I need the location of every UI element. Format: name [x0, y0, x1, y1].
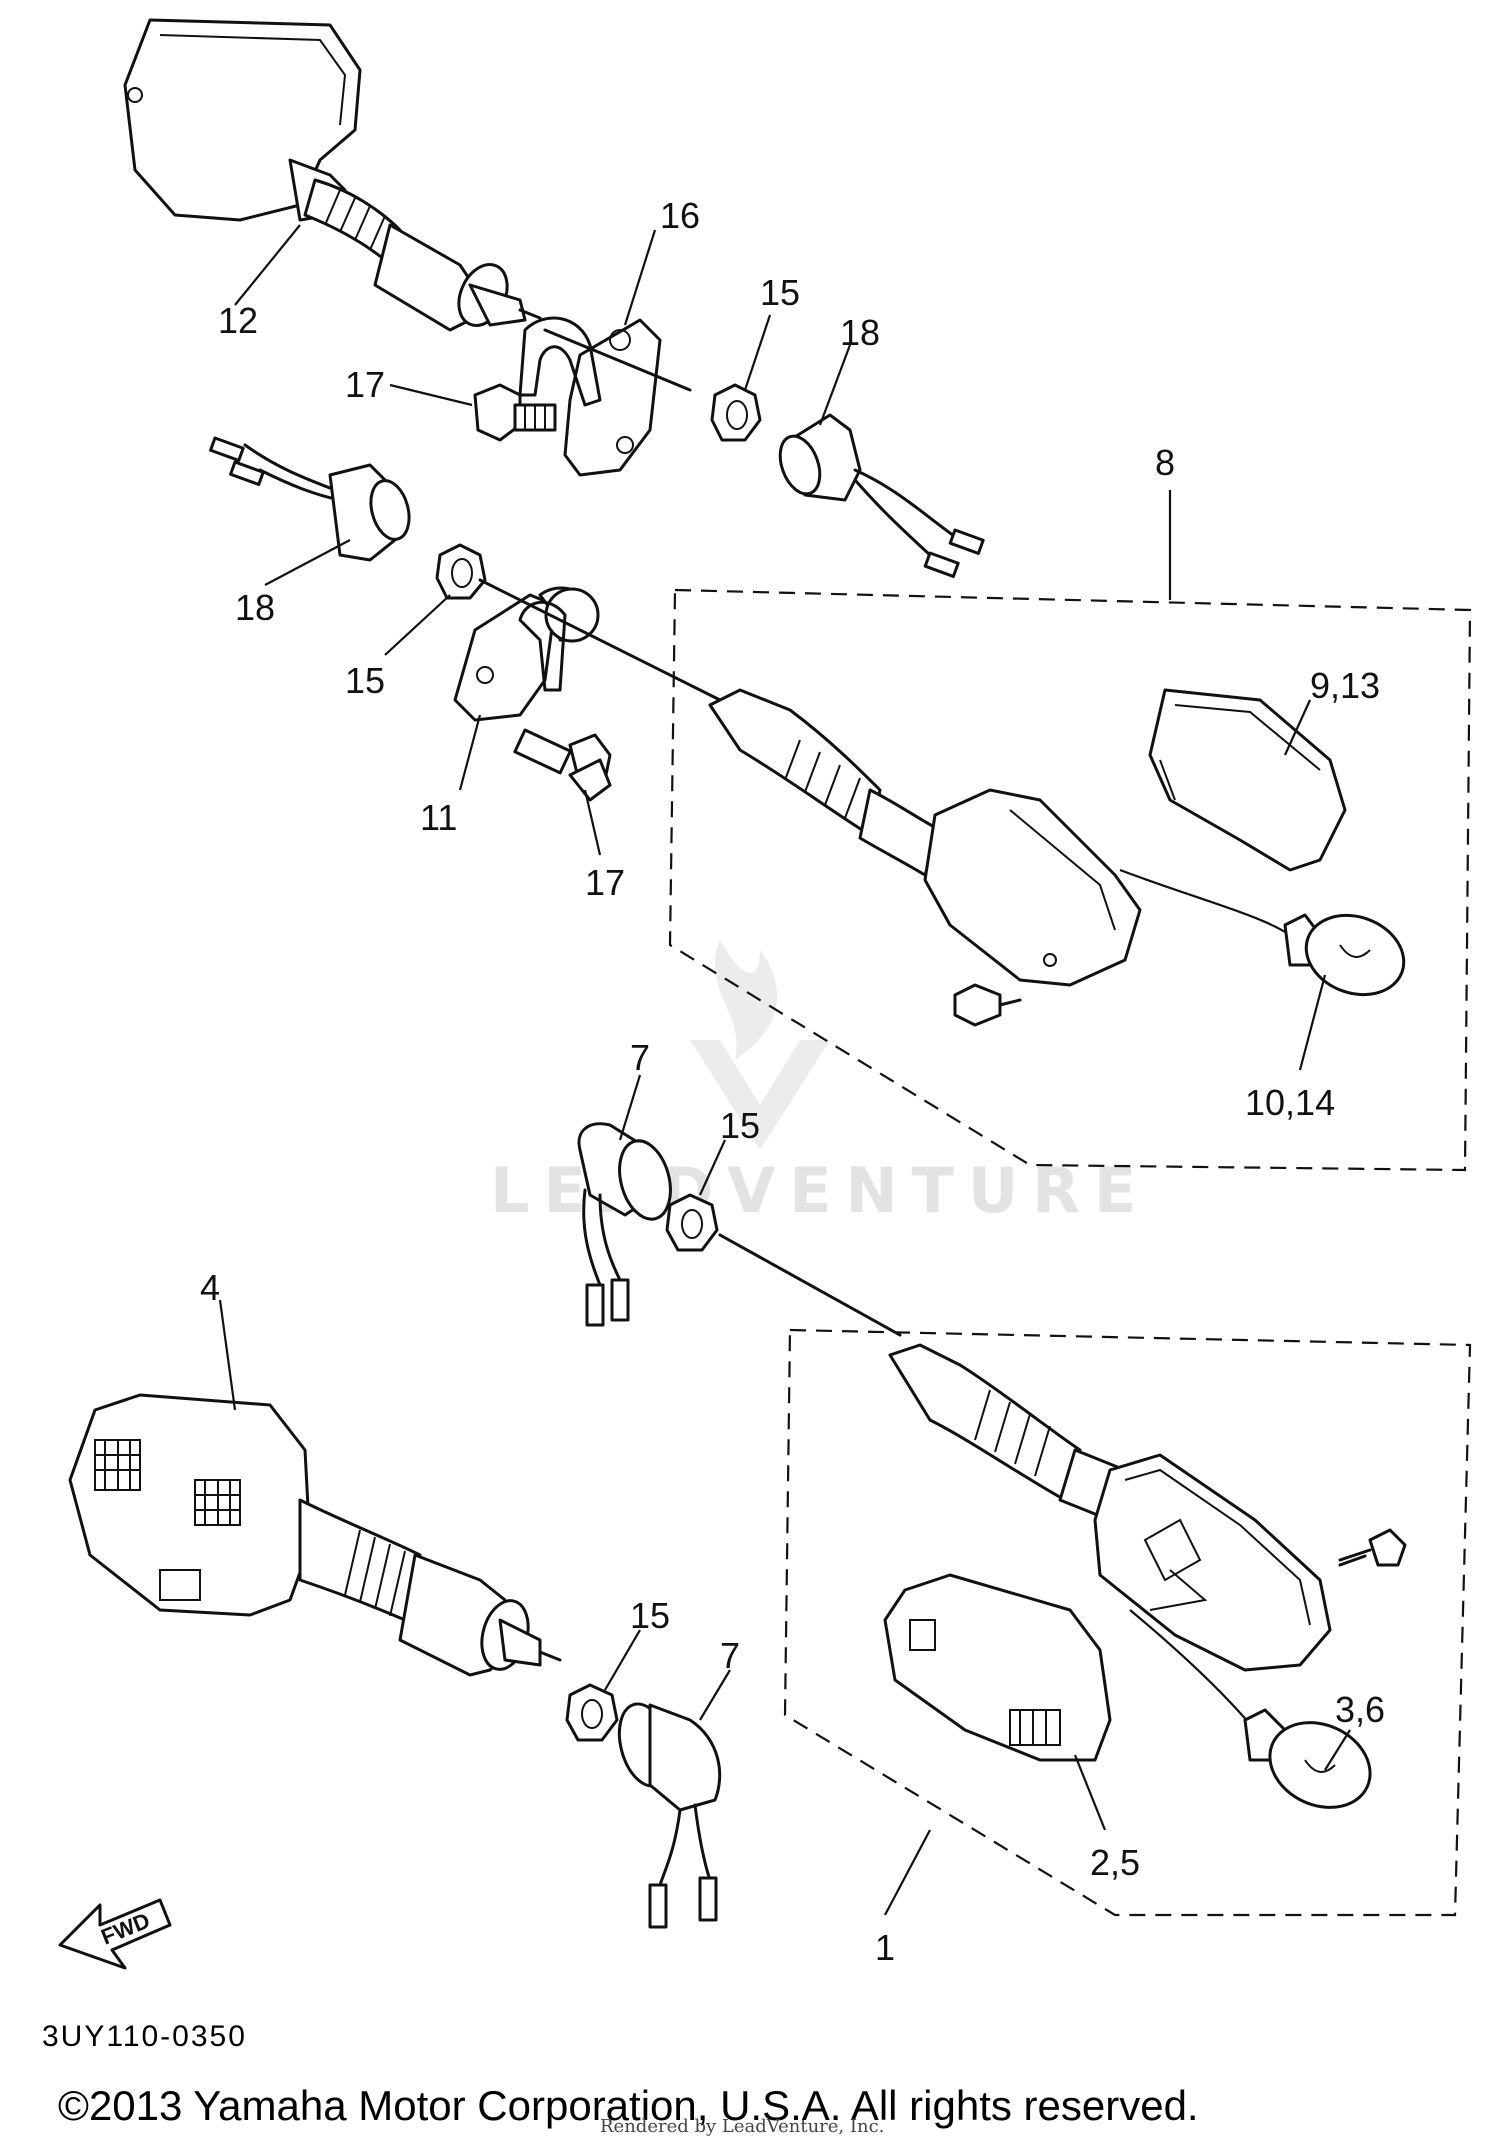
callout-15-lower-mid: 15	[720, 1105, 760, 1146]
screw-mid	[953, 983, 1022, 1027]
threaded-rod-mid	[478, 578, 722, 702]
bolt-17-mid	[513, 728, 612, 802]
wire-leads-18-mid	[209, 436, 411, 562]
bolt-17-top	[473, 383, 557, 442]
copyright-notice: ©2013 Yamaha Motor Corporation, U.S.A. A…	[58, 2082, 1199, 2129]
callout-11: 11	[420, 797, 457, 838]
callout-8: 8	[1155, 442, 1175, 483]
rendered-by-credit: Rendered by LeadVenture, Inc.	[600, 2116, 885, 2137]
callout-2-5: 2,5	[1090, 1842, 1140, 1883]
leader-17-mid	[583, 789, 602, 856]
leader-18-top	[818, 344, 852, 426]
turn-signal-body-8	[708, 688, 1142, 987]
callout-10-14: 10,14	[1245, 1082, 1335, 1123]
nut-15-top	[710, 383, 762, 442]
callout-7-bottom: 7	[720, 1635, 740, 1676]
threaded-rod-lower	[718, 1233, 902, 1337]
nut-15-bottom	[565, 1683, 619, 1742]
leader-16	[623, 229, 657, 326]
leader-15-lower-mid	[698, 1139, 727, 1196]
leader-11	[458, 714, 482, 791]
bulb-leader-line	[1119, 868, 1291, 936]
leader-7-top	[618, 1074, 642, 1141]
leader-4	[218, 1299, 237, 1411]
leader-1	[884, 1829, 931, 1916]
leader-15-top	[743, 314, 772, 391]
nut-15-mid	[435, 543, 487, 600]
callout-15-mid: 15	[345, 660, 385, 701]
leader-15-mid	[384, 594, 451, 656]
callout-18-mid: 18	[235, 587, 275, 628]
callout-18-top: 18	[840, 312, 880, 353]
callout-4: 4	[200, 1267, 220, 1308]
turn-signal-assembly-4	[68, 1393, 562, 1677]
leader-7-bottom	[699, 1669, 731, 1721]
callout-15-top: 15	[760, 272, 800, 313]
bulb-10-14	[1283, 913, 1406, 997]
leader-15-bottom	[604, 1629, 641, 1691]
leader-10-14	[1298, 974, 1327, 1071]
leader-12	[234, 224, 301, 306]
leader-17-top	[389, 383, 473, 407]
leader-18-mid	[264, 539, 351, 586]
bulb-3-6	[1243, 1708, 1372, 1809]
turn-signal-assembly-12	[123, 18, 542, 332]
callout-3-6: 3,6	[1335, 1689, 1385, 1730]
callout-17-mid: 17	[585, 862, 625, 903]
callout-7-top: 7	[630, 1037, 650, 1078]
leader-3-6	[1324, 1729, 1351, 1771]
stay-11	[453, 586, 600, 722]
callout-12: 12	[218, 300, 258, 341]
diagram-code: 3UY110-0350	[42, 2020, 247, 2053]
callout-9-13: 9,13	[1310, 665, 1380, 706]
lens-9-13	[1148, 688, 1347, 872]
lens-2-5	[883, 1573, 1112, 1762]
turn-signal-body-1	[888, 1343, 1332, 1672]
callout-1: 1	[875, 1927, 895, 1968]
threaded-rod-top	[543, 328, 692, 392]
leader-2-5	[1073, 1754, 1107, 1831]
grommet-18-top	[778, 413, 985, 578]
leader-9-13	[1283, 699, 1312, 756]
socket-7-top	[577, 1122, 672, 1327]
assembly-box-1	[783, 1328, 1472, 1917]
socket-7-bottom	[617, 1702, 722, 1929]
screw-lower	[1338, 1528, 1407, 1567]
forward-arrow-icon: FWD	[58, 1898, 172, 1970]
assembly-box-8	[668, 588, 1472, 1172]
callout-16: 16	[660, 195, 700, 236]
callout-17-top: 17	[345, 364, 385, 405]
callout-15-bottom: 15	[630, 1595, 670, 1636]
stay-16	[518, 316, 662, 477]
nut-15-lower-mid	[665, 1193, 719, 1252]
